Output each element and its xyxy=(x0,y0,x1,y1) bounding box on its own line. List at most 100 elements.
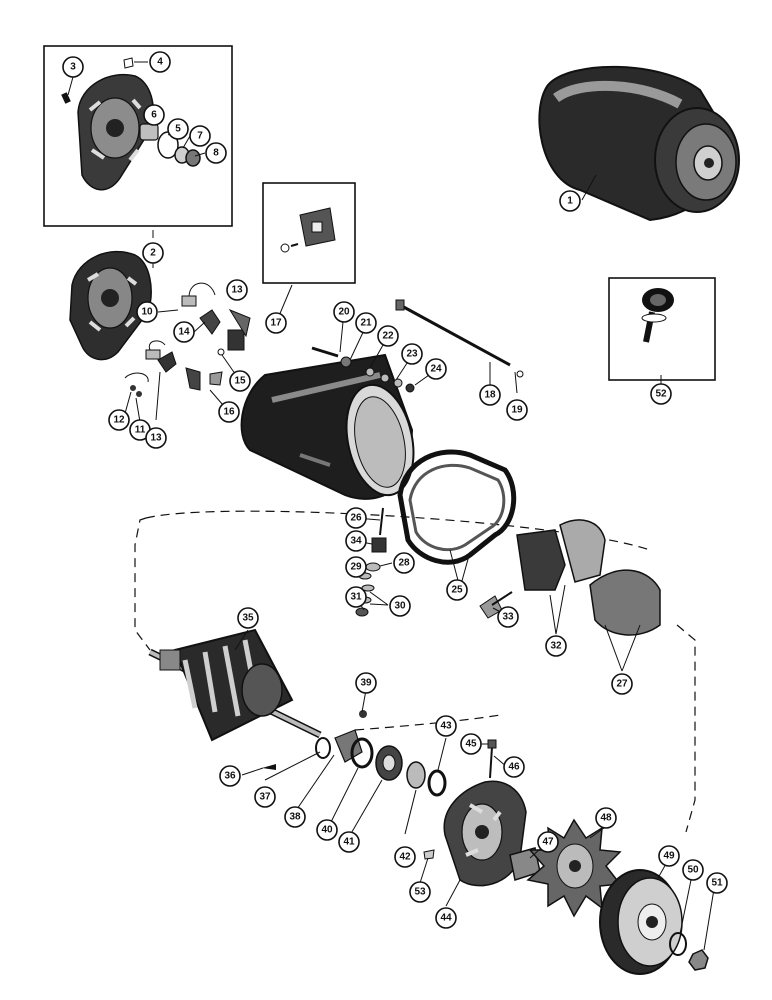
svg-text:13: 13 xyxy=(231,285,243,296)
callout-38: 38 xyxy=(284,806,306,828)
svg-text:27: 27 xyxy=(616,679,628,690)
bearing-stack-illustration xyxy=(315,710,447,797)
callout-46: 46 xyxy=(503,756,525,778)
svg-text:26: 26 xyxy=(350,513,362,524)
callout-37: 37 xyxy=(254,786,276,808)
svg-text:14: 14 xyxy=(178,327,190,338)
assembly-outline-right xyxy=(676,624,696,833)
svg-text:44: 44 xyxy=(440,913,452,924)
callout-13-bottom: 13 xyxy=(145,427,167,449)
svg-text:38: 38 xyxy=(289,812,301,823)
knob-illustration xyxy=(641,288,674,343)
svg-text:5: 5 xyxy=(175,124,181,135)
brush-assembly-illustration xyxy=(124,282,251,397)
callout-23: 23 xyxy=(401,343,423,365)
svg-text:35: 35 xyxy=(242,613,254,624)
callout-33: 33 xyxy=(497,606,519,628)
callout-26: 26 xyxy=(345,507,367,529)
svg-text:25: 25 xyxy=(451,585,463,596)
svg-text:16: 16 xyxy=(223,407,235,418)
callout-17: 17 xyxy=(265,312,287,334)
callout-3: 3 xyxy=(62,56,84,78)
callout-40: 40 xyxy=(316,819,338,841)
callout-30: 30 xyxy=(389,595,411,617)
svg-text:40: 40 xyxy=(321,825,333,836)
svg-text:21: 21 xyxy=(360,318,372,329)
brush-kit-illustration xyxy=(280,207,336,253)
svg-text:47: 47 xyxy=(542,837,554,848)
inset-end-frame-illustration xyxy=(61,57,201,191)
callout-49: 49 xyxy=(658,845,680,867)
callout-4: 4 xyxy=(149,51,171,73)
callout-22: 22 xyxy=(377,325,399,347)
svg-text:19: 19 xyxy=(511,405,523,416)
grease-retainer-shape xyxy=(185,149,201,167)
svg-text:30: 30 xyxy=(394,601,406,612)
svg-text:32: 32 xyxy=(550,641,562,652)
svg-text:8: 8 xyxy=(213,148,219,159)
svg-text:6: 6 xyxy=(151,110,157,121)
callout-35: 35 xyxy=(237,607,259,629)
svg-text:11: 11 xyxy=(135,425,146,436)
callout-31: 31 xyxy=(345,586,367,608)
svg-text:20: 20 xyxy=(338,307,350,318)
svg-text:18: 18 xyxy=(484,390,496,401)
drive-end-frame-illustration xyxy=(423,739,527,887)
svg-text:17: 17 xyxy=(270,318,282,329)
svg-text:39: 39 xyxy=(360,678,372,689)
callout-25: 25 xyxy=(446,579,468,601)
assembly-outline-left xyxy=(134,517,151,651)
svg-text:31: 31 xyxy=(350,592,362,603)
svg-text:1: 1 xyxy=(567,196,573,207)
svg-text:53: 53 xyxy=(414,887,426,898)
svg-text:4: 4 xyxy=(157,57,163,68)
svg-text:24: 24 xyxy=(430,364,442,375)
field-frame-illustration xyxy=(240,353,415,500)
callout-5: 5 xyxy=(167,118,189,140)
svg-text:33: 33 xyxy=(502,612,514,623)
callout-45: 45 xyxy=(460,733,482,755)
end-frame-illustration xyxy=(69,250,152,361)
callout-21: 21 xyxy=(355,312,377,334)
svg-text:41: 41 xyxy=(343,837,355,848)
armature-illustration xyxy=(148,628,322,742)
field-coils-illustration xyxy=(397,449,517,565)
pulley-illustration xyxy=(599,869,683,975)
callout-34: 34 xyxy=(345,530,367,552)
callout-8: 8 xyxy=(205,142,227,164)
svg-text:46: 46 xyxy=(508,762,520,773)
svg-text:28: 28 xyxy=(398,558,410,569)
callout-12: 12 xyxy=(108,409,130,431)
brush-kit-inset-box xyxy=(262,182,356,284)
callout-47: 47 xyxy=(537,831,559,853)
svg-text:51: 51 xyxy=(711,878,723,889)
callout-42: 42 xyxy=(394,846,416,868)
callouts: 1 2 3 4 5 6 7 8 10 11 12 13 13 14 15 16 … xyxy=(62,51,728,929)
oil-cap-shape xyxy=(123,57,134,69)
pole-shoes-illustration xyxy=(479,519,661,636)
callout-19: 19 xyxy=(506,399,528,421)
end-frame-inset-box xyxy=(43,45,233,227)
callout-14: 14 xyxy=(173,321,195,343)
svg-text:37: 37 xyxy=(259,792,271,803)
svg-text:43: 43 xyxy=(440,721,452,732)
generator-assembly-illustration xyxy=(538,65,740,222)
svg-text:45: 45 xyxy=(465,739,477,750)
svg-text:15: 15 xyxy=(234,376,246,387)
svg-text:42: 42 xyxy=(399,852,411,863)
callout-43: 43 xyxy=(435,715,457,737)
nut-shape xyxy=(688,949,709,971)
svg-text:36: 36 xyxy=(224,771,236,782)
bushing-shape xyxy=(139,123,159,141)
svg-text:23: 23 xyxy=(406,349,418,360)
svg-text:22: 22 xyxy=(382,331,394,342)
callout-50: 50 xyxy=(682,859,704,881)
callout-1: 1 xyxy=(559,190,581,212)
callout-48: 48 xyxy=(595,807,617,829)
rivet-shape xyxy=(61,92,71,104)
svg-text:49: 49 xyxy=(663,851,675,862)
svg-text:13: 13 xyxy=(150,433,162,444)
lock-washer-shape xyxy=(669,932,687,956)
terminal-hardware-illustration xyxy=(311,346,415,393)
